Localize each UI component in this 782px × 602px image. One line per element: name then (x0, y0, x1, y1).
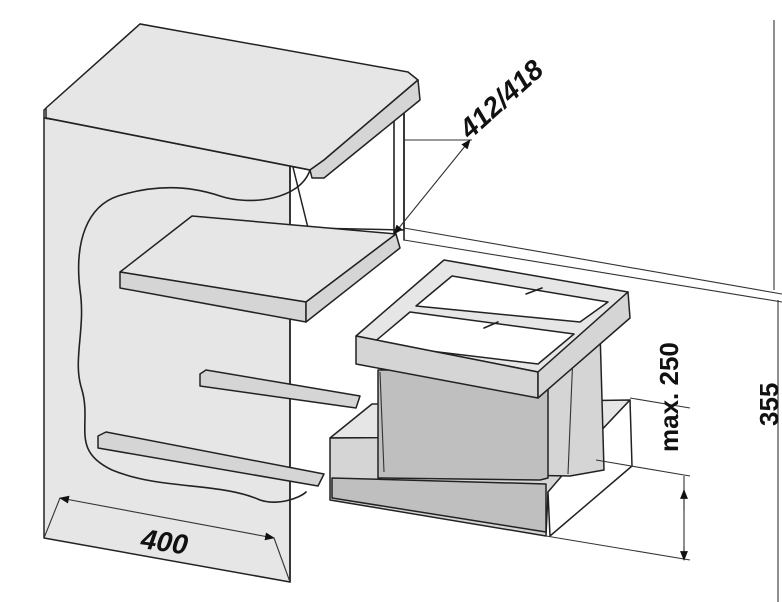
rim-opening-front (371, 311, 575, 365)
width-ext-left (43, 497, 61, 539)
handle-front (483, 321, 499, 329)
bin-rim (355, 259, 631, 399)
dimension-lines (43, 20, 782, 602)
rail-left-upper (199, 369, 361, 409)
rail-left-lower (97, 431, 325, 487)
bin-height-label: max. 250 (654, 342, 684, 452)
ext-line-rim (629, 397, 691, 409)
width-label: 400 (138, 523, 190, 560)
shelf-side-face (305, 233, 401, 323)
upper-shelf (119, 215, 401, 323)
ext-line-top (403, 239, 782, 303)
ext-line-bottom (545, 535, 691, 561)
ext-line-top-2 (403, 227, 782, 295)
width-ext-right (273, 537, 291, 583)
countertop-front-edge (309, 79, 421, 179)
ext-line-bin-base (595, 459, 691, 477)
rim-opening-rear (415, 275, 609, 323)
width-dimension-arrow (59, 495, 275, 541)
countertop (45, 23, 421, 179)
clearance-label: 355 (754, 383, 782, 426)
cutaway-outline (77, 169, 311, 503)
depth-label: 412/418 (453, 53, 550, 145)
rim-side-face (537, 291, 631, 399)
depth-dimension-arrow (393, 139, 471, 235)
frame-front-panel (331, 477, 547, 533)
handle-rear (525, 287, 543, 295)
countertop-bottom-edge (45, 117, 311, 171)
bin-edge-left (379, 371, 385, 473)
